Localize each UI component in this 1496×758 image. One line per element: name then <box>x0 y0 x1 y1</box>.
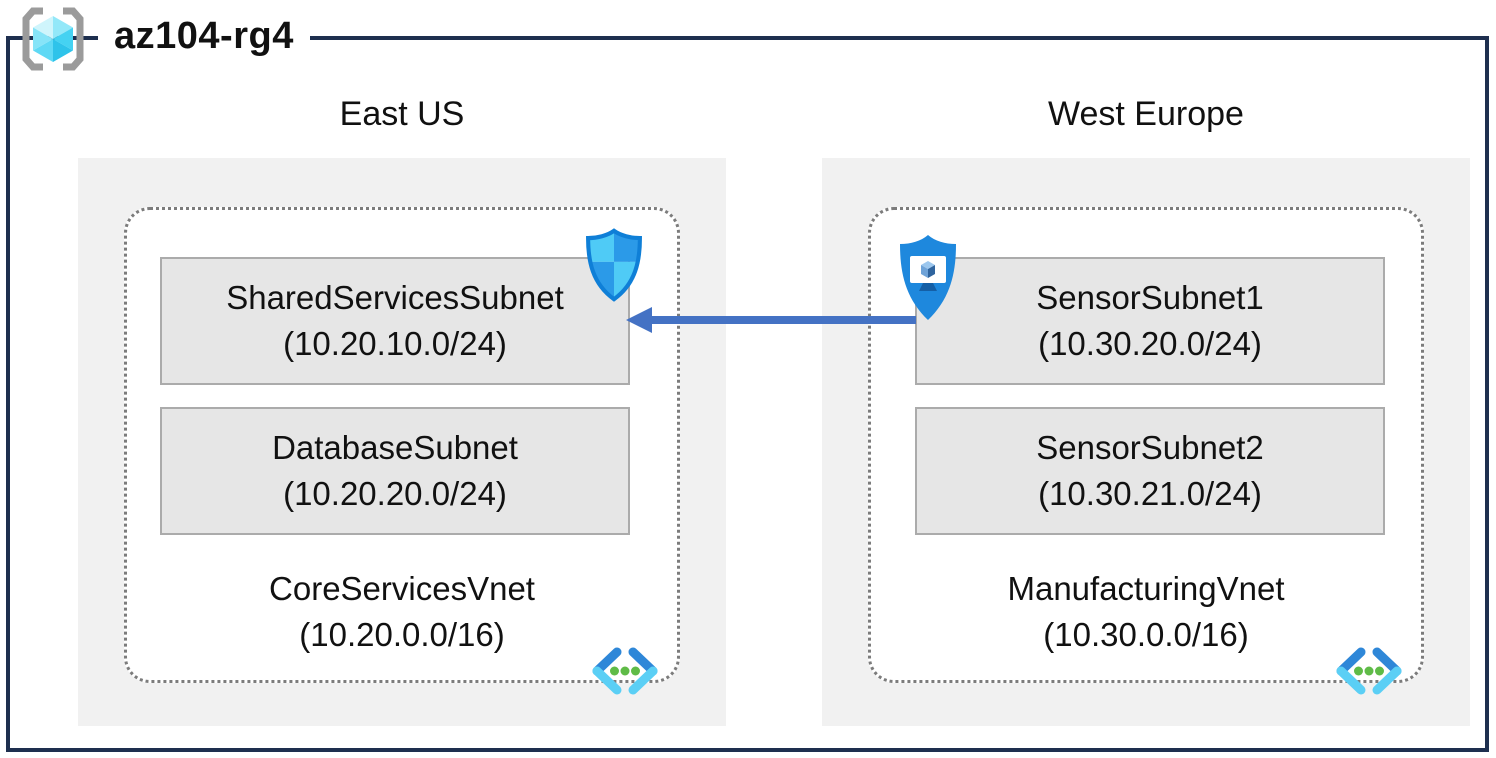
vnet-name: ManufacturingVnet <box>1007 570 1285 607</box>
bracket-right <box>63 7 84 71</box>
virtual-network-icon <box>1336 647 1402 695</box>
resource-group-icon <box>22 7 84 71</box>
subnet-box-sensorsubnet1: SensorSubnet1 (10.30.20.0/24) <box>915 257 1385 385</box>
cube-glyph <box>921 261 935 278</box>
subnet-box-sensorsubnet2: SensorSubnet2 (10.30.21.0/24) <box>915 407 1385 535</box>
virtual-network-icon <box>592 647 658 695</box>
subnet-cidr: (10.30.20.0/24) <box>1038 325 1262 362</box>
subnet-name: DatabaseSubnet <box>272 429 518 466</box>
device-security-shield-icon <box>900 235 956 320</box>
subnet-box-sharedservicessubnet: SharedServicesSubnet (10.20.10.0/24) <box>160 257 630 385</box>
region-east-label: East US <box>339 95 465 133</box>
vnet-label-manufacturingvnet: ManufacturingVnet (10.30.0.0/16) <box>868 566 1424 658</box>
cube-glyph <box>33 16 73 62</box>
vnet-label-coreservicesvnet: CoreServicesVnet (10.20.0.0/16) <box>124 566 680 658</box>
vnet-cidr: (10.30.0.0/16) <box>1043 616 1249 653</box>
subnet-name: SensorSubnet2 <box>1036 429 1264 466</box>
network-security-shield-icon <box>586 228 642 302</box>
vnet-cidr: (10.20.0.0/16) <box>299 616 505 653</box>
resource-group-title: az104-rg4 <box>98 8 310 64</box>
subnet-cidr: (10.20.20.0/24) <box>283 475 507 512</box>
peering-arrow-head <box>626 307 652 333</box>
subnet-name: SensorSubnet1 <box>1036 279 1264 316</box>
subnet-cidr: (10.20.10.0/24) <box>283 325 507 362</box>
vnet-name: CoreServicesVnet <box>269 570 535 607</box>
resource-group-border <box>6 36 1489 752</box>
region-west-label: West Europe <box>1048 95 1244 133</box>
subnet-name: SharedServicesSubnet <box>226 279 564 316</box>
bracket-left <box>22 7 43 71</box>
peering-arrow-line <box>650 316 916 324</box>
subnet-cidr: (10.30.21.0/24) <box>1038 475 1262 512</box>
monitor-stand <box>919 283 937 291</box>
subnet-box-databasesubnet: DatabaseSubnet (10.20.20.0/24) <box>160 407 630 535</box>
